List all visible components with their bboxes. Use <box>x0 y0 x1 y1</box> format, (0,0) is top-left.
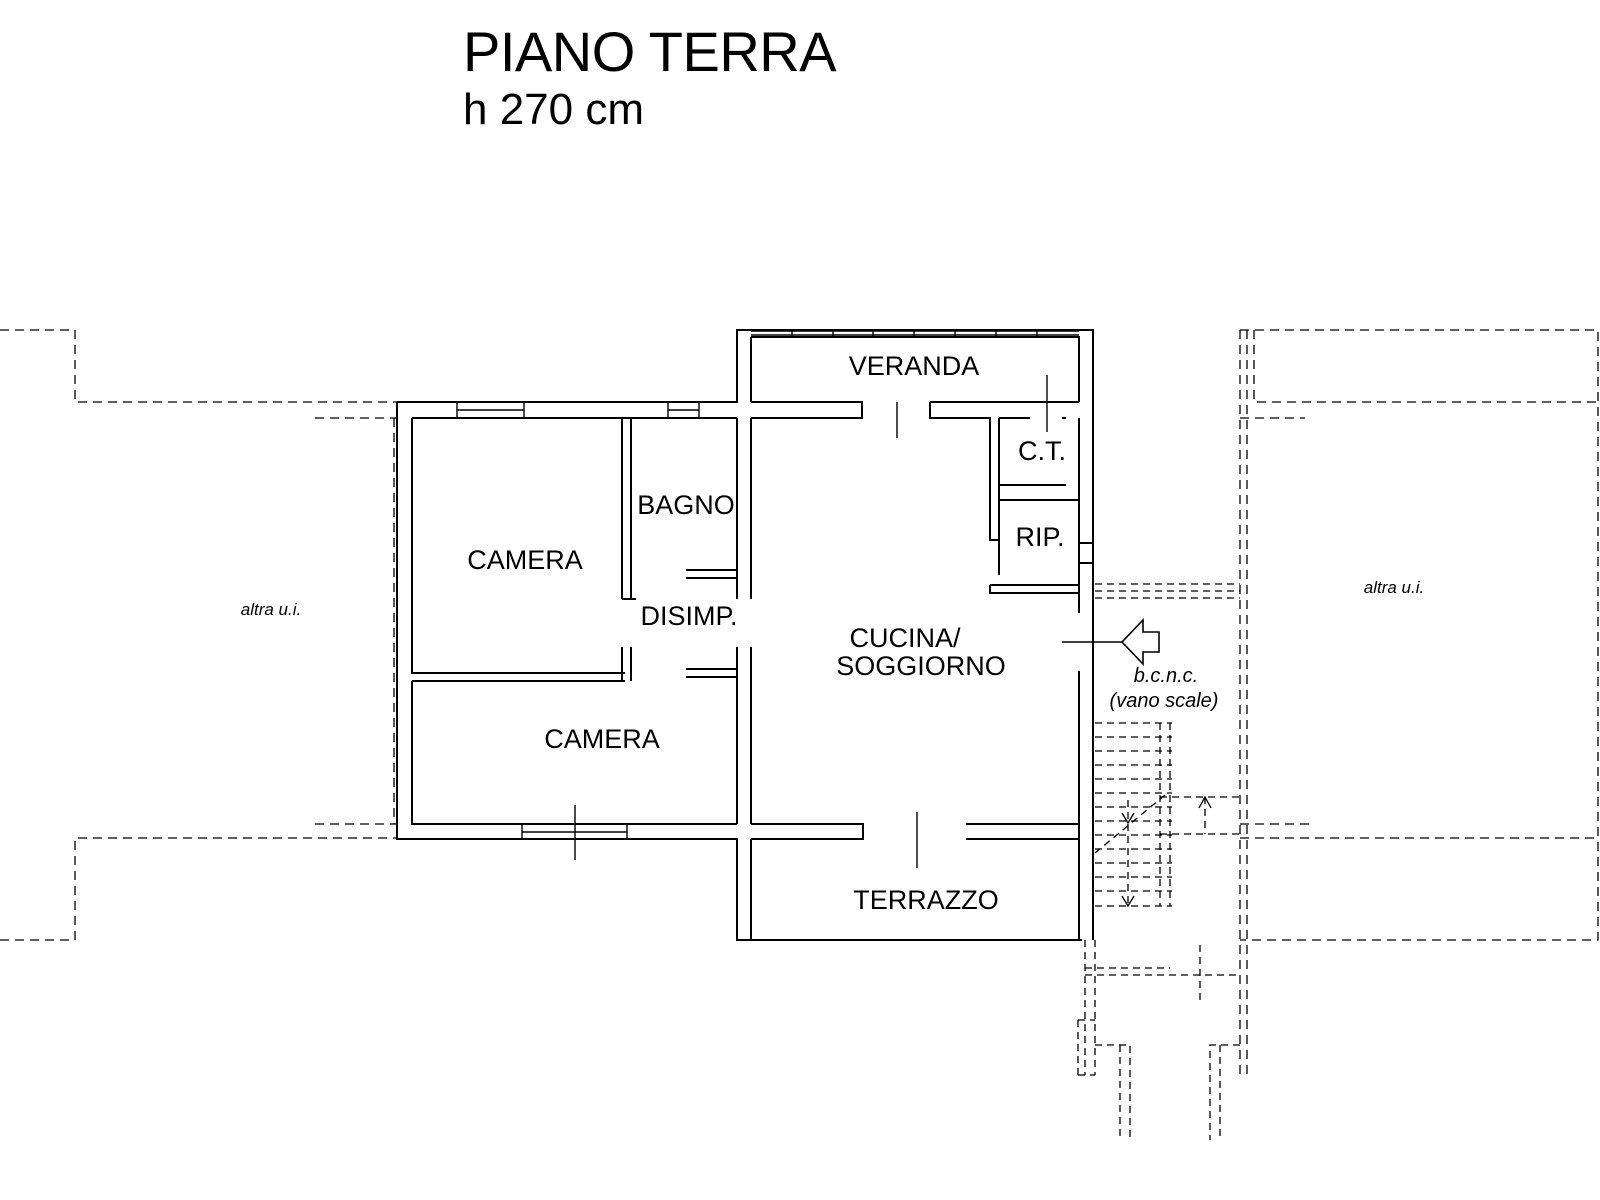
walls <box>396 329 1094 941</box>
adjacent-units-outline <box>0 329 1599 1080</box>
note-bcnc: b.c.n.c. <box>1134 665 1198 687</box>
room-label-rip: RIP. <box>1015 522 1064 552</box>
room-label-cucina: CUCINA/ <box>849 623 961 653</box>
room-label-soggiorno: SOGGIORNO <box>836 651 1006 681</box>
room-label-veranda: VERANDA <box>849 351 980 381</box>
stair-arrows <box>1121 795 1212 908</box>
staircase <box>1077 583 1240 1140</box>
entrance-arrow-icon <box>1120 618 1160 666</box>
plan-title: PIANO TERRA <box>463 20 837 83</box>
note-altra-ui-left: altra u.i. <box>241 600 301 619</box>
room-label-bagno: BAGNO <box>637 490 735 520</box>
door-marks <box>574 375 1122 868</box>
room-label-terrazzo: TERRAZZO <box>853 885 999 915</box>
room-label-ct: C.T. <box>1018 436 1066 466</box>
windows <box>456 330 1079 840</box>
room-label-disimp: DISIMP. <box>640 601 737 631</box>
note-vano-scale: (vano scale) <box>1110 690 1219 712</box>
room-label-camera-bottom: CAMERA <box>544 724 660 754</box>
ceiling-height-label: h 270 cm <box>463 85 644 134</box>
note-altra-ui-right: altra u.i. <box>1364 578 1424 597</box>
room-label-camera-top: CAMERA <box>467 545 583 575</box>
